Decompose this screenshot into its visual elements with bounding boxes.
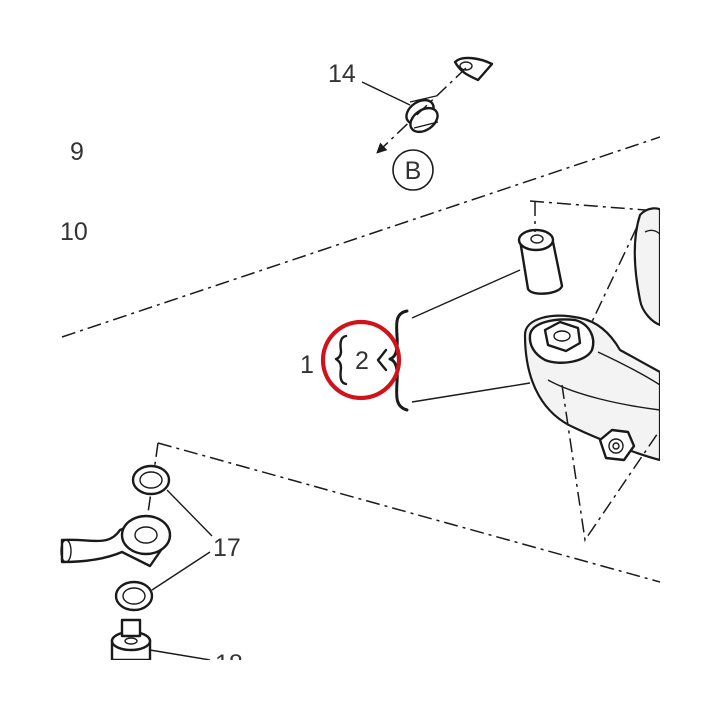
lower-guide xyxy=(561,384,660,543)
reference-b-marker xyxy=(392,149,434,191)
label-part-1: 1 xyxy=(300,351,314,379)
pivot-sleeve xyxy=(517,228,564,295)
leader-1-top xyxy=(411,269,521,319)
bracket-1 xyxy=(388,309,409,412)
banjo-bolt xyxy=(110,618,152,660)
upper-right-component xyxy=(633,207,660,327)
leader-1-bottom xyxy=(411,382,531,403)
label-part-bottom: 18 xyxy=(215,650,243,678)
upper-centerline xyxy=(61,136,660,338)
highlight-circle xyxy=(320,319,402,401)
label-part-2: 2 xyxy=(355,347,369,375)
bracket-2 xyxy=(334,334,348,386)
bracket-2-tick xyxy=(376,348,388,372)
lever-nut xyxy=(598,428,636,462)
leader-14 xyxy=(361,81,411,106)
label-ref-b: B xyxy=(405,157,422,185)
part-14-clip xyxy=(405,56,494,134)
washer-top xyxy=(131,464,171,496)
banjo-fitting xyxy=(60,514,172,568)
lower-centerline xyxy=(157,442,660,583)
washer-bottom xyxy=(114,580,154,612)
leader-bottom xyxy=(149,649,211,660)
label-part-14: 14 xyxy=(328,60,356,88)
lever-arm xyxy=(523,314,660,462)
label-part-10: 10 xyxy=(60,218,88,246)
label-part-9: 9 xyxy=(70,138,84,166)
leader-17-bottom xyxy=(151,551,211,591)
leader-17-top xyxy=(166,489,213,537)
label-part-17: 17 xyxy=(213,534,241,562)
part-14-axis xyxy=(376,67,467,154)
